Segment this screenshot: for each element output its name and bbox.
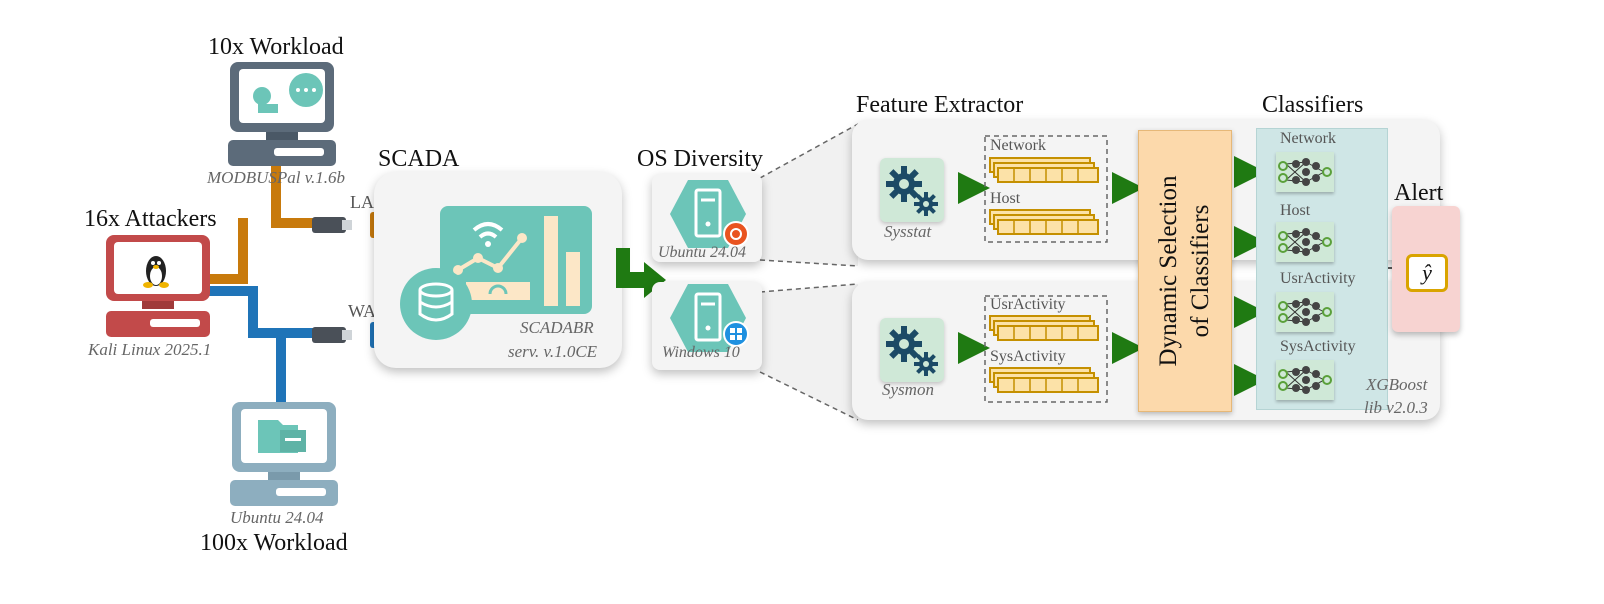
- database-icon: [400, 268, 472, 340]
- classifier-label-usractivity: UsrActivity: [1280, 270, 1356, 287]
- dynamic-selection-line2: of Classifiers: [1187, 204, 1214, 338]
- xgboost-caption-line1: XGBoost: [1366, 375, 1428, 394]
- sysstat-gear-box: [880, 158, 944, 222]
- wire-blue-vertical: [248, 286, 258, 336]
- xgboost-caption-line2: lib v2.0.3: [1364, 398, 1428, 417]
- attackers-computer: [104, 233, 212, 341]
- os-linux-panel: Ubuntu 24.04: [652, 174, 762, 262]
- alert-title: Alert: [1394, 180, 1444, 206]
- classifier-usractivity: [1276, 292, 1334, 332]
- feature-group-usractivity: UsrActivity: [990, 296, 1066, 313]
- sysmon-gear-box: [880, 318, 944, 382]
- wire-attacker-orange: [205, 274, 245, 284]
- classifier-host: [1276, 222, 1334, 262]
- sysstat-caption: Sysstat: [884, 222, 932, 241]
- dynamic-selection-line1: Dynamic Selection: [1155, 175, 1182, 367]
- monitor-icon: [228, 62, 336, 166]
- workload-top-computer: [226, 60, 336, 168]
- scada-caption-line2: serv. v.1.0CE: [508, 342, 598, 361]
- dashboard-icon: [440, 206, 592, 314]
- classifier-label-host: Host: [1280, 202, 1311, 219]
- neural-network-icon: [1278, 228, 1332, 256]
- wire-top-vertical: [271, 163, 281, 228]
- wire-attacker-blue: [205, 286, 255, 296]
- classifier-label-network: Network: [1280, 130, 1336, 147]
- scada-caption-line1: SCADABR: [520, 318, 594, 337]
- classifier-label-sysactivity: SysActivity: [1280, 338, 1356, 355]
- wire-orange-vertical: [238, 218, 248, 284]
- os-diversity-title: OS Diversity: [637, 146, 763, 172]
- feature-group-sysactivity: SysActivity: [990, 348, 1066, 365]
- gear-icon: [886, 166, 938, 216]
- attackers-caption: Kali Linux 2025.1: [88, 340, 212, 359]
- neural-network-icon: [1278, 158, 1332, 186]
- feature-extractor-title: Feature Extractor: [856, 92, 1024, 118]
- scada-panel: SCADABR serv. v.1.0CE: [374, 172, 622, 368]
- alert-symbol: ŷ: [1422, 260, 1432, 285]
- classifiers-title: Classifiers: [1262, 92, 1364, 118]
- attackers-title: 16x Attackers: [84, 206, 217, 232]
- wire-lan-horizontal: [271, 218, 326, 228]
- ubuntu-monitor-icon: [230, 402, 338, 506]
- classifier-network: [1276, 152, 1334, 192]
- linux-server-icon: [670, 180, 749, 248]
- workload-bottom-caption: Ubuntu 24.04: [230, 508, 324, 527]
- os-windows-panel: Windows 10: [652, 282, 762, 370]
- gear-icon: [886, 326, 938, 376]
- neural-network-icon: [1278, 298, 1332, 326]
- wire-bottom-vertical: [276, 328, 286, 403]
- alert-output: ŷ: [1406, 254, 1448, 292]
- os-windows-caption: Windows 10: [662, 344, 740, 361]
- classifier-sysactivity: [1276, 360, 1334, 400]
- kali-monitor-icon: [106, 235, 210, 337]
- workload-top-caption: MODBUSPal v.1.6b: [207, 168, 346, 187]
- os-linux-caption: Ubuntu 24.04: [658, 244, 746, 261]
- feature-group-host: Host: [990, 190, 1021, 207]
- dynamic-selection-box: Dynamic Selection of Classifiers: [1138, 130, 1232, 412]
- neural-network-icon: [1278, 366, 1332, 394]
- alert-box: ŷ: [1392, 206, 1460, 332]
- feature-group-network: Network: [990, 137, 1046, 154]
- wire-wan-horizontal: [248, 328, 326, 338]
- windows-server-icon: [670, 284, 749, 352]
- scada-title: SCADA: [378, 146, 460, 172]
- workload-top-title: 10x Workload: [208, 34, 344, 60]
- workload-bottom-title: 100x Workload: [200, 530, 348, 556]
- sysmon-caption: Sysmon: [882, 380, 934, 399]
- workload-bottom-computer: [228, 400, 338, 508]
